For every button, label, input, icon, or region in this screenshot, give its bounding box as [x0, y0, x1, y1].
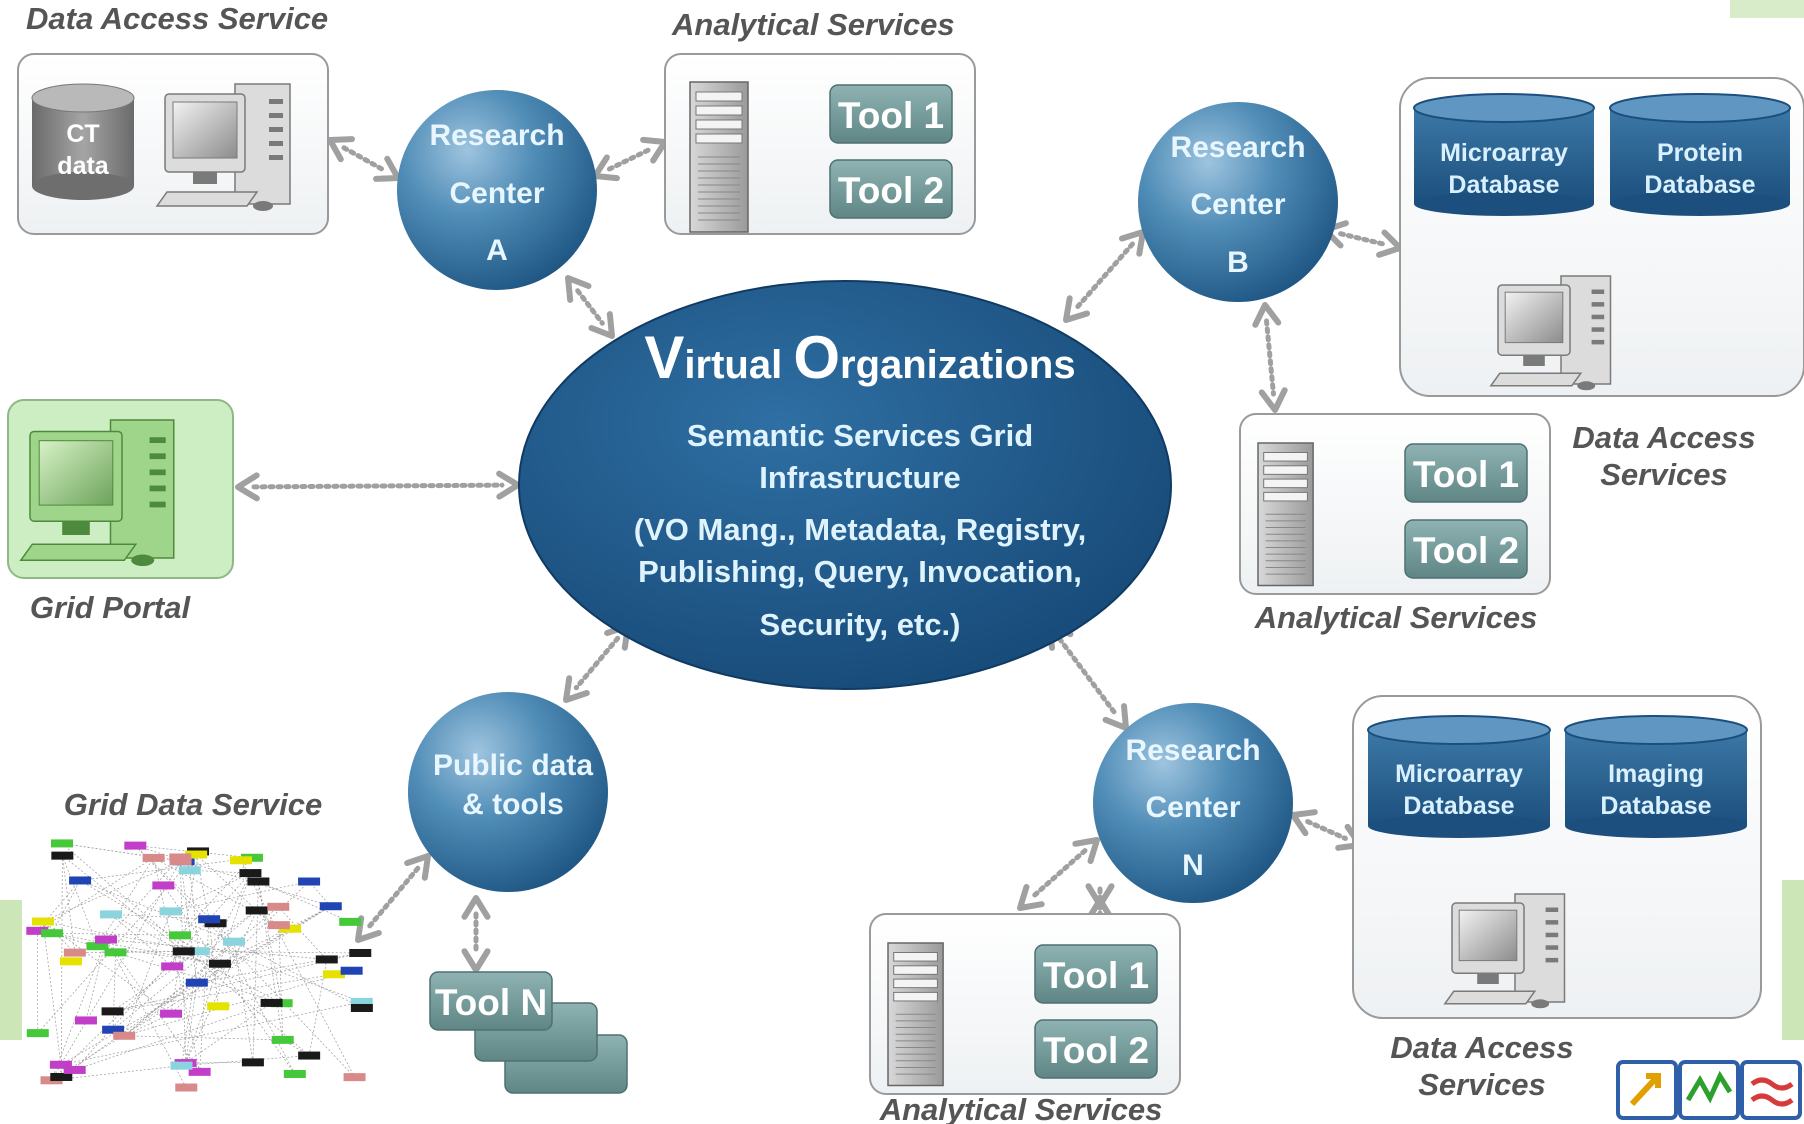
- research-center-a-line2: Center: [449, 177, 544, 210]
- data-access-label-n-line1: Data Access: [1390, 1030, 1573, 1065]
- data-access-label-b-line2: Services: [1600, 457, 1728, 492]
- tool-1-button-b: Tool 1: [1404, 443, 1528, 503]
- public-hub-line2: & tools: [462, 788, 564, 821]
- vo-title-initial-o: O: [793, 324, 840, 391]
- grid-portal-label: Grid Portal: [30, 590, 192, 625]
- research-center-b-line3: B: [1227, 246, 1249, 279]
- research-center-n: Research Center N: [1093, 703, 1293, 903]
- ct-data-cylinder: CT data: [31, 83, 135, 200]
- dotted-double-arrow: [1290, 809, 1363, 851]
- ct-label-line2: data: [57, 152, 110, 180]
- vo-title-initial-v: V: [644, 324, 684, 391]
- microarray-db-b-line1: Microarray: [1440, 139, 1568, 167]
- vo-title: Virtual Organizations: [644, 324, 1075, 391]
- microarray-db-n-line1: Microarray: [1395, 760, 1523, 788]
- research-center-a: Research Center A: [397, 90, 597, 290]
- tool-1-button-a: Tool 1: [829, 84, 953, 144]
- tool-2-label-b: Tool 2: [1413, 530, 1519, 571]
- vo-line-5: Security, etc.): [759, 607, 960, 642]
- vo-line-4: Publishing, Query, Invocation,: [638, 554, 1082, 589]
- vo-line-1: Semantic Services Grid: [687, 418, 1033, 453]
- tool-2-button-n: Tool 2: [1034, 1019, 1158, 1079]
- public-hub-line1: Public data: [433, 749, 593, 782]
- research-center-n-line3: N: [1182, 849, 1204, 882]
- dotted-double-arrow: [461, 895, 491, 973]
- dotted-double-arrow: [1063, 229, 1146, 323]
- tool-n-stack: Tool N: [429, 971, 628, 1094]
- computer-icon: [1443, 893, 1566, 1009]
- microarray-db-b-line2: Database: [1448, 171, 1559, 199]
- dotted-double-arrow: [235, 470, 521, 502]
- tool-1-label-a: Tool 1: [838, 95, 944, 136]
- protein-db-b-line2: Database: [1644, 171, 1755, 199]
- microarray-database-b: Microarray Database: [1413, 93, 1595, 216]
- tool-1-button-n: Tool 1: [1034, 944, 1158, 1004]
- dotted-double-arrow: [1085, 883, 1115, 922]
- analytical-services-label-n: Analytical Services: [879, 1092, 1163, 1124]
- vo-title-rest-2: rganizations: [840, 343, 1076, 387]
- microarray-database-n: Microarray Database: [1367, 715, 1551, 838]
- server-icon: [1257, 442, 1314, 587]
- dotted-double-arrow: [565, 275, 615, 339]
- tool-1-label-n: Tool 1: [1043, 955, 1149, 996]
- tool-2-button-b: Tool 2: [1404, 519, 1528, 579]
- data-access-label-b-line1: Data Access: [1572, 420, 1755, 455]
- dotted-double-arrow: [1047, 623, 1129, 731]
- vo-line-3: (VO Mang., Metadata, Registry,: [634, 512, 1086, 547]
- grid-data-network-graph: [26, 839, 373, 1092]
- vo-line-2: Infrastructure: [759, 460, 961, 495]
- research-center-a-line3: A: [486, 234, 508, 267]
- analytical-services-label-a: Analytical Services: [671, 7, 955, 42]
- analytical-services-label-b: Analytical Services: [1254, 600, 1538, 635]
- vo-title-rest-1: irtual: [684, 343, 793, 387]
- tool-2-label-a: Tool 2: [838, 170, 944, 211]
- computer-icon: [1489, 275, 1612, 391]
- dotted-double-arrow: [355, 853, 431, 943]
- imaging-database-n: Imaging Database: [1564, 715, 1748, 838]
- computer-icon: [155, 83, 291, 211]
- tool-n-label: Tool N: [435, 982, 547, 1023]
- protein-database-b: Protein Database: [1609, 93, 1791, 216]
- tool-2-label-n: Tool 2: [1043, 1030, 1149, 1071]
- tool-1-label-b: Tool 1: [1413, 454, 1519, 495]
- ct-label-line1: CT: [66, 120, 99, 148]
- protein-db-b-line1: Protein: [1657, 139, 1743, 167]
- research-center-a-line1: Research: [429, 119, 564, 152]
- research-center-n-line1: Research: [1125, 734, 1260, 767]
- dotted-double-arrow: [563, 623, 631, 703]
- imaging-db-n-line1: Imaging: [1608, 760, 1704, 788]
- computer-icon: [19, 419, 175, 567]
- research-center-n-line2: Center: [1145, 791, 1240, 824]
- dotted-double-arrow: [1017, 837, 1100, 911]
- server-icon: [689, 81, 749, 233]
- dotted-double-arrow: [327, 136, 401, 182]
- data-access-service-label-a: Data Access Service: [26, 1, 328, 36]
- tool-2-button-a: Tool 2: [829, 159, 953, 219]
- project-logo: [1616, 1060, 1802, 1120]
- dotted-double-arrow: [1252, 302, 1288, 413]
- research-center-b: Research Center B: [1138, 102, 1338, 302]
- dotted-double-arrow: [592, 136, 668, 182]
- microarray-db-n-line2: Database: [1403, 792, 1514, 820]
- dotted-double-arrow: [1322, 220, 1403, 258]
- data-access-label-n-line2: Services: [1418, 1067, 1546, 1102]
- server-icon: [887, 942, 944, 1087]
- research-center-b-line1: Research: [1170, 131, 1305, 164]
- virtual-organizations-ellipse: Virtual Organizations Semantic Services …: [518, 280, 1172, 690]
- grid-data-service-label: Grid Data Service: [64, 787, 322, 822]
- imaging-db-n-line2: Database: [1600, 792, 1711, 820]
- public-data-tools-hub: Public data & tools: [408, 692, 608, 892]
- research-center-b-line2: Center: [1190, 188, 1285, 221]
